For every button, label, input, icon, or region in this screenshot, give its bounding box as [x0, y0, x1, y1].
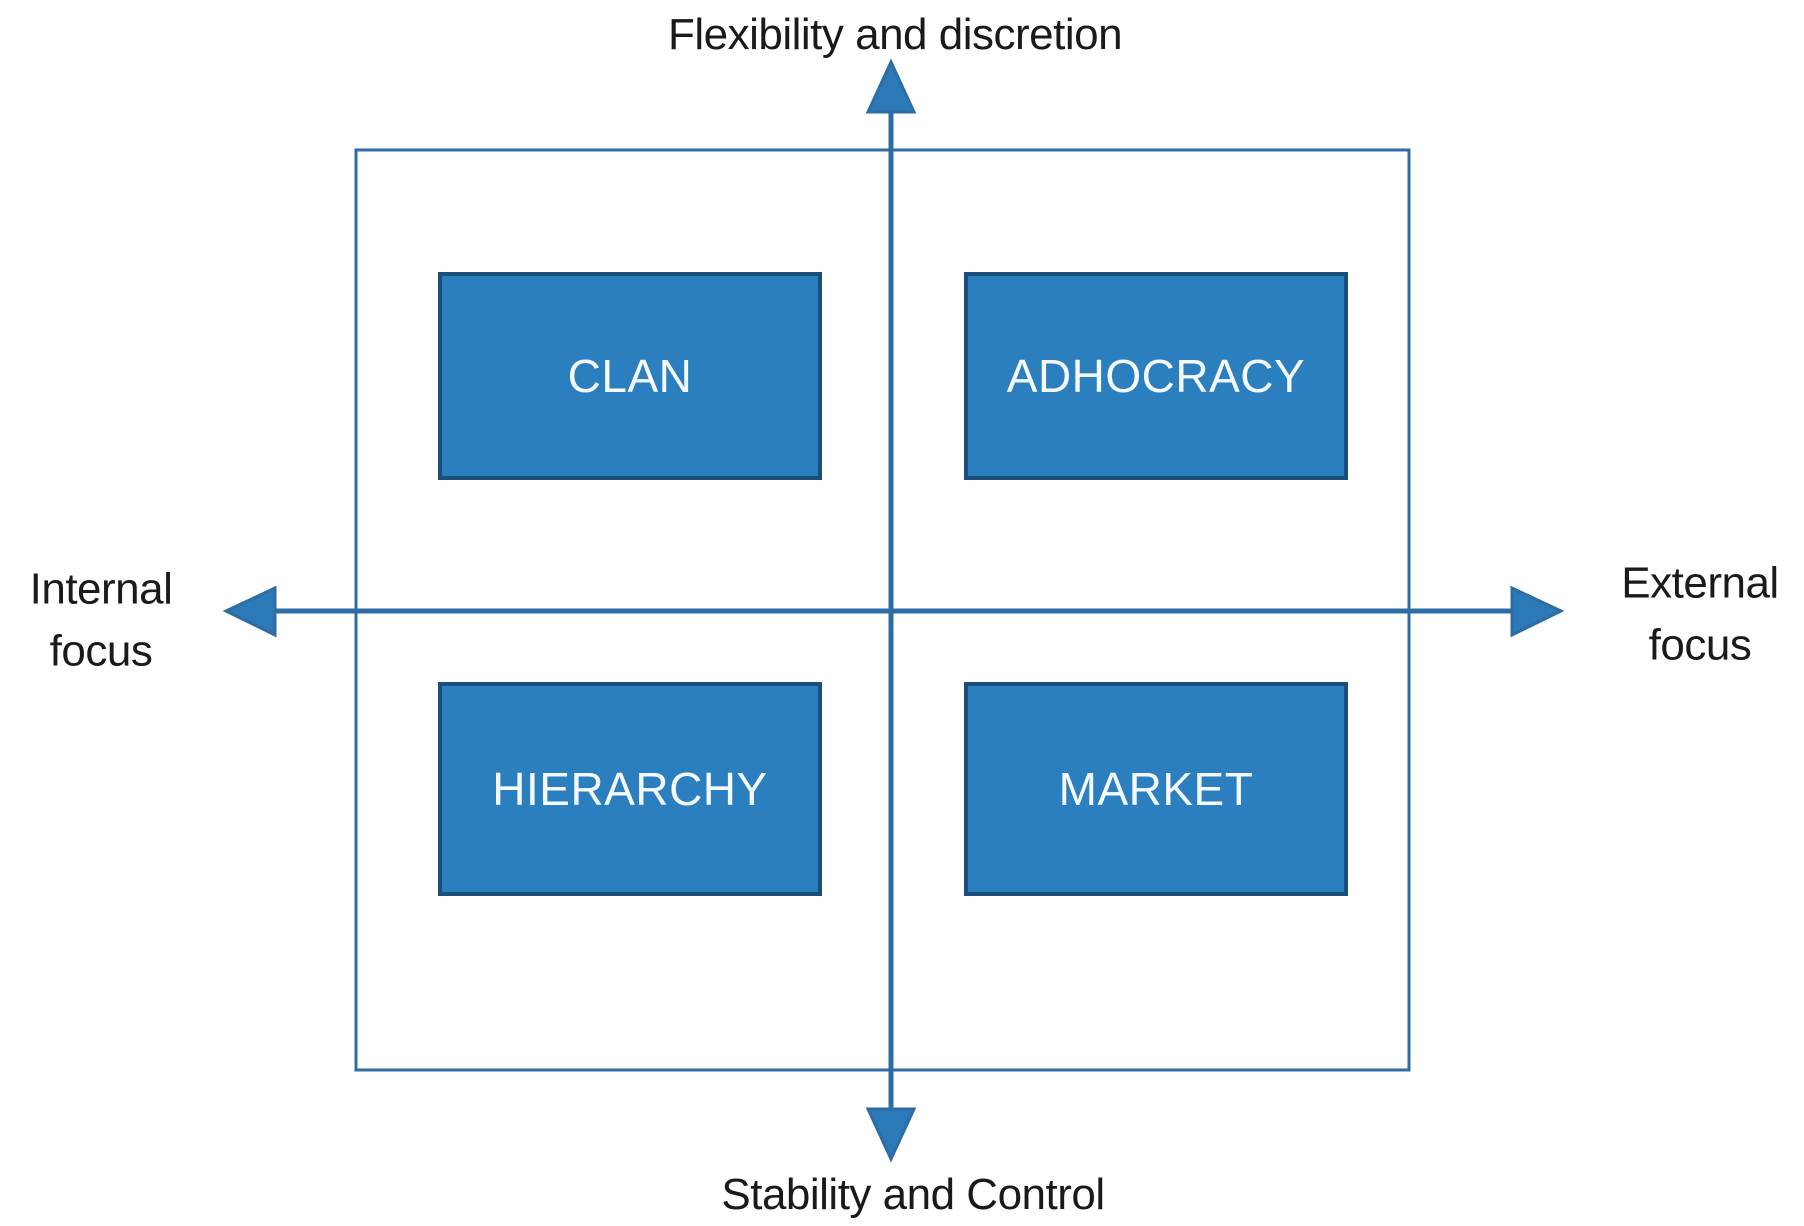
quadrant-market-label: MARKET — [1058, 763, 1254, 815]
arrowhead-up-icon — [865, 58, 917, 114]
arrowhead-down-icon — [865, 1107, 917, 1163]
quadrant-clan-box: CLAN — [438, 272, 822, 480]
quadrant-hierarchy-box: HIERARCHY — [438, 682, 822, 896]
quadrant-adhocracy-label: ADHOCRACY — [1006, 350, 1306, 402]
quadrant-hierarchy-label: HIERARCHY — [492, 763, 768, 815]
quadrant-market-box: MARKET — [964, 682, 1348, 896]
arrowhead-right-icon — [1510, 585, 1565, 638]
axis-label-external-focus: External focus — [1621, 558, 1779, 669]
axis-label-stability: Stability and Control — [721, 1170, 1105, 1219]
axis-label-flexibility: Flexibility and discretion — [667, 10, 1123, 59]
axis-label-internal-focus: Internal focus — [29, 564, 173, 675]
arrowhead-left-icon — [222, 585, 277, 638]
quadrant-clan-label: CLAN — [567, 350, 693, 402]
quadrant-adhocracy-box: ADHOCRACY — [964, 272, 1348, 480]
